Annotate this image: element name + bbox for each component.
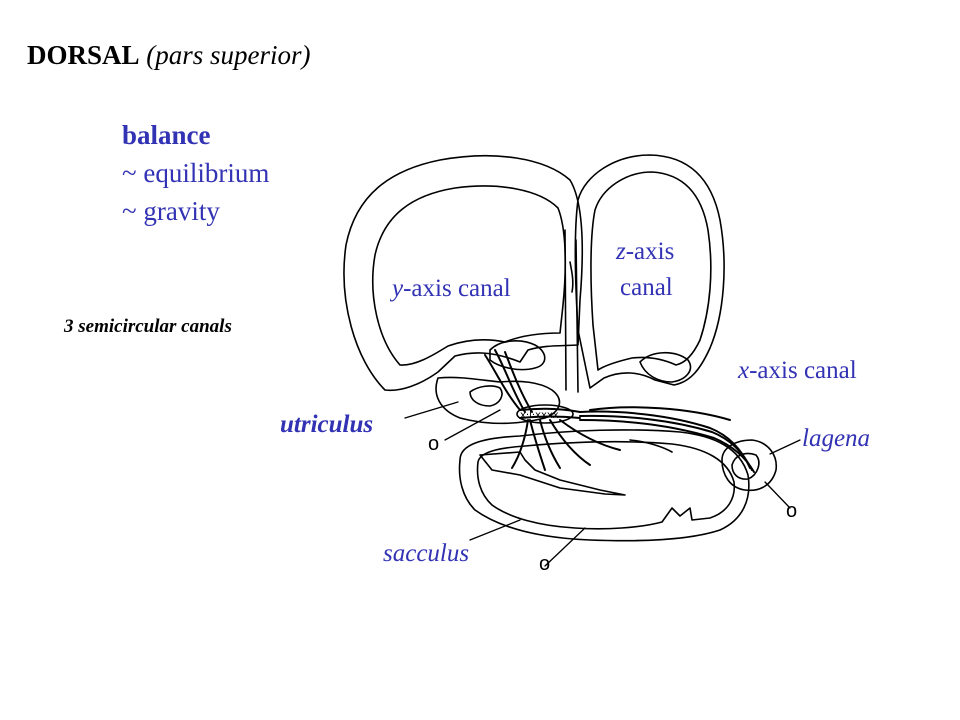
z-axis-canal-shape: [564, 154, 725, 393]
y-axis-canal-shape: [343, 155, 584, 392]
marker-sacculus: o: [539, 553, 551, 575]
sacculus-shape: [458, 429, 750, 542]
label-z-var: z: [616, 238, 626, 265]
leader-lines: [404, 401, 801, 567]
function-equilibrium: ~ equilibrium: [122, 158, 270, 188]
leader-utriculus: [404, 401, 459, 419]
leader-sacculus-marker: [544, 527, 586, 567]
function-balance: balance: [122, 120, 211, 150]
svg-text:x·l·xxxx: x·l·xxxx: [520, 410, 559, 421]
label-x-rest: -axis canal: [749, 357, 857, 384]
label-z-rest: -axis: [625, 238, 675, 265]
function-gravity: ~ gravity: [122, 196, 220, 226]
leader-lagena-marker: [764, 481, 791, 509]
diagram-heading: DORSAL (pars superior): [27, 40, 311, 71]
heading-dorsal: DORSAL: [27, 40, 140, 70]
leader-utriculus-marker: [444, 409, 501, 441]
leader-sacculus: [469, 519, 521, 541]
heading-pars-superior: (pars superior): [146, 40, 311, 70]
label-utriculus: utriculus: [280, 411, 374, 438]
label-sacculus: sacculus: [383, 540, 470, 567]
lagena-shape: [721, 439, 777, 492]
marker-lagena: o: [786, 500, 798, 522]
label-y-var: y: [392, 275, 404, 302]
nerve-ganglion: x·l·xxxx: [516, 404, 574, 424]
leader-lagena: [769, 439, 801, 455]
marker-utriculus: o: [428, 433, 440, 455]
label-y-rest: -axis canal: [403, 275, 511, 302]
label-x-var: x: [738, 357, 750, 384]
canals-note: 3 semicircular canals: [64, 316, 232, 337]
label-x-axis-canal: x-axis canal: [738, 357, 857, 385]
label-y-axis-canal: y-axis canal: [392, 275, 511, 303]
label-z-axis: z-axis: [616, 238, 674, 266]
label-lagena: lagena: [802, 425, 871, 452]
label-z-canal: canal: [620, 274, 673, 301]
